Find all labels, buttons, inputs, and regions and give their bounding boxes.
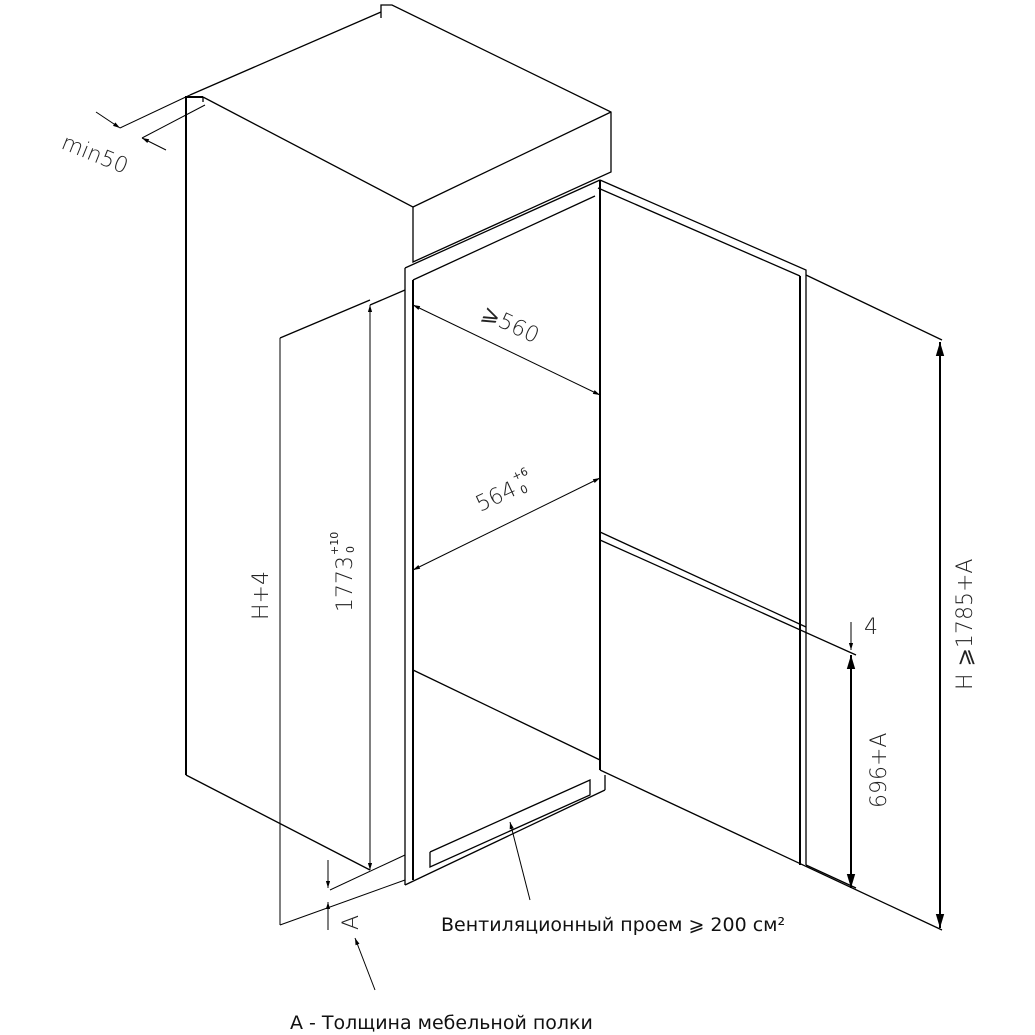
min-gap-label: min50 <box>58 130 132 179</box>
appliance-door <box>597 179 943 931</box>
extension-line <box>279 879 406 926</box>
inner-width-dimension-line <box>412 477 601 571</box>
min-gap-arrow <box>141 137 167 151</box>
panel-height-label: H+4 <box>249 571 274 620</box>
extension-line <box>329 854 406 891</box>
svg-text:564: 564 <box>472 477 521 517</box>
ventilation-caption: Вентиляционный проем ⩾ 200 см² <box>441 914 786 936</box>
svg-text:+10: +10 <box>328 532 341 555</box>
svg-text:+6: +6 <box>510 465 530 484</box>
min-gap-arrow <box>95 111 121 129</box>
svg-text:0: 0 <box>344 546 357 553</box>
svg-text:1773: 1773 <box>333 556 358 612</box>
inner-width-label: 564 +6 0 <box>472 465 530 518</box>
niche-height-label: H ⩾1785+A <box>953 559 978 690</box>
niche-width-label: ⩾560 <box>477 301 542 349</box>
shelf-note-caption: A - Толщина мебельной полки <box>290 1012 593 1034</box>
side-panel <box>185 96 371 871</box>
top-cabinet <box>189 4 612 264</box>
appliance-height-label: 1773 +10 0 <box>328 532 358 612</box>
svg-text:0: 0 <box>518 482 530 497</box>
shelf-leader <box>354 937 376 991</box>
lower-door-label: 696+A <box>867 733 892 808</box>
door-gap-label: 4 <box>864 615 878 640</box>
ventilation-leader <box>509 821 531 901</box>
shelf-thickness-label: A <box>339 915 364 930</box>
niche-width-dimension-line <box>412 304 601 396</box>
